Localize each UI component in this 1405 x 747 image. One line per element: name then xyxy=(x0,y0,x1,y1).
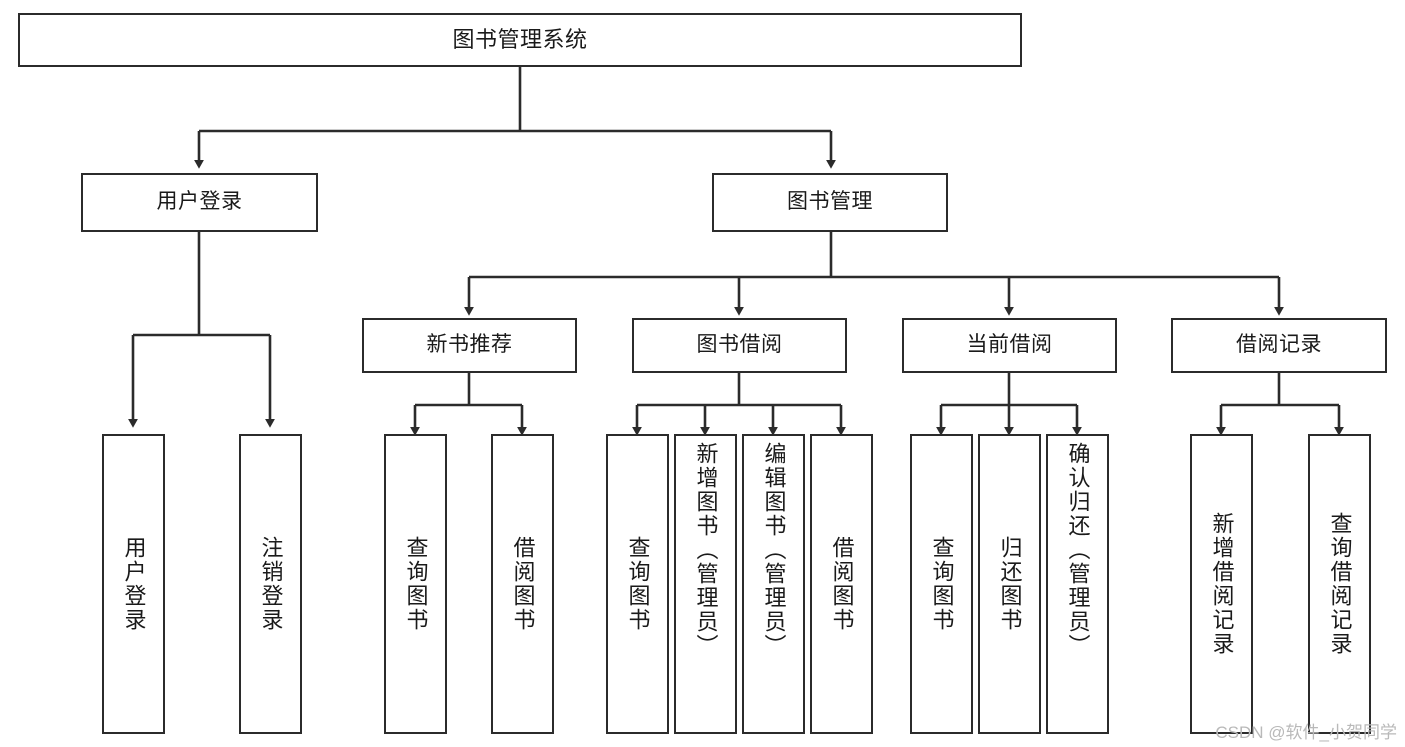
node-label: 借阅图书 xyxy=(829,536,855,632)
node-label: 注销登录 xyxy=(258,536,284,632)
leaf-newbook-query-books[interactable]: 查询图书 xyxy=(384,434,447,734)
node-book-management[interactable]: 图书管理 xyxy=(712,173,948,232)
node-label: 新增借阅记录 xyxy=(1209,512,1235,656)
node-borrowing-records[interactable]: 借阅记录 xyxy=(1171,318,1387,373)
node-label: 查询图书 xyxy=(625,536,651,632)
leaf-logout[interactable]: 注销登录 xyxy=(239,434,302,734)
leaf-bookborrow-query-books[interactable]: 查询图书 xyxy=(606,434,669,734)
leaf-currentborrow-query-books[interactable]: 查询图书 xyxy=(910,434,973,734)
leaf-bookborrow-add-book-admin[interactable]: 新增图书（管理员） xyxy=(674,434,737,734)
leaf-borrowrecord-query-record[interactable]: 查询借阅记录 xyxy=(1308,434,1371,734)
node-label: 查询图书 xyxy=(403,536,429,632)
node-label: 图书管理系统 xyxy=(452,27,588,53)
node-label: 归还图书 xyxy=(997,536,1023,632)
leaf-bookborrow-edit-book-admin[interactable]: 编辑图书（管理员） xyxy=(742,434,805,734)
leaf-bookborrow-borrow-books[interactable]: 借阅图书 xyxy=(810,434,873,734)
node-label: 查询图书 xyxy=(929,536,955,632)
csdn-watermark: CSDN @软件_小贺同学 xyxy=(1215,723,1397,742)
node-label: 借阅图书 xyxy=(510,536,536,632)
leaf-newbook-borrow-books[interactable]: 借阅图书 xyxy=(491,434,554,734)
node-root-book-management-system[interactable]: 图书管理系统 xyxy=(18,13,1022,67)
node-label: 图书管理 xyxy=(787,190,873,214)
node-book-borrowing[interactable]: 图书借阅 xyxy=(632,318,847,373)
node-label: 编辑图书（管理员） xyxy=(761,442,787,658)
node-label: 用户登录 xyxy=(121,536,147,632)
node-label: 新增图书（管理员） xyxy=(693,442,719,658)
node-label: 用户登录 xyxy=(156,190,243,214)
node-new-book-recommendation[interactable]: 新书推荐 xyxy=(362,318,577,373)
node-label: 查询借阅记录 xyxy=(1327,512,1353,656)
leaf-currentborrow-return-books[interactable]: 归还图书 xyxy=(978,434,1041,734)
node-label: 图书借阅 xyxy=(696,333,783,357)
leaf-currentborrow-confirm-return-admin[interactable]: 确认归还（管理员） xyxy=(1046,434,1109,734)
leaf-borrowrecord-add-record[interactable]: 新增借阅记录 xyxy=(1190,434,1253,734)
node-label: 借阅记录 xyxy=(1236,333,1322,357)
node-label: 当前借阅 xyxy=(966,333,1053,357)
node-label: 新书推荐 xyxy=(426,333,513,357)
leaf-user-login[interactable]: 用户登录 xyxy=(102,434,165,734)
node-current-borrowing[interactable]: 当前借阅 xyxy=(902,318,1117,373)
node-user-login[interactable]: 用户登录 xyxy=(81,173,318,232)
node-label: 确认归还（管理员） xyxy=(1065,442,1091,658)
